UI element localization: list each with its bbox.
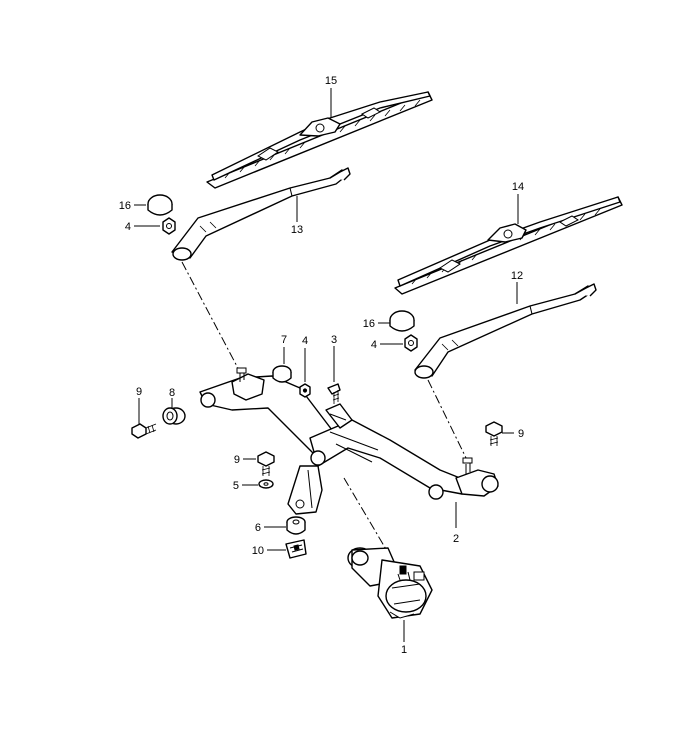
clip-10[interactable] bbox=[285, 539, 307, 559]
callout-4-right: 4 bbox=[371, 339, 377, 351]
grommet-7[interactable] bbox=[272, 365, 292, 383]
wiper-motor[interactable] bbox=[347, 547, 433, 619]
wiper-blade-right[interactable] bbox=[394, 196, 623, 295]
callout-13: 13 bbox=[291, 224, 303, 236]
callout-15: 15 bbox=[325, 75, 337, 87]
callout-9-right: 9 bbox=[518, 428, 524, 440]
callout-14: 14 bbox=[512, 181, 524, 193]
callout-16-left: 16 bbox=[119, 200, 131, 212]
callout-4-left: 4 bbox=[125, 221, 131, 233]
cap-16-left[interactable] bbox=[147, 194, 173, 216]
cap-16-right[interactable] bbox=[389, 310, 415, 332]
bolt-9-right[interactable] bbox=[485, 421, 503, 446]
callout-12: 12 bbox=[511, 270, 523, 282]
callout-labels: 15 14 13 12 16 4 16 4 7 4 3 9 8 9 9 5 2 … bbox=[119, 75, 524, 656]
bolt-9-left[interactable] bbox=[131, 423, 157, 439]
wiper-linkage-frame[interactable] bbox=[199, 367, 499, 515]
alignment-line-left bbox=[181, 261, 241, 373]
wiper-blade-left[interactable] bbox=[206, 91, 433, 189]
leader-lines bbox=[134, 88, 519, 642]
bushing-8[interactable] bbox=[162, 407, 186, 425]
callout-2: 2 bbox=[453, 533, 459, 545]
wiper-arm-right[interactable] bbox=[414, 283, 597, 379]
callout-3: 3 bbox=[331, 334, 337, 346]
callout-1: 1 bbox=[401, 644, 407, 656]
alignment-line-right bbox=[427, 379, 469, 463]
callout-9-left: 9 bbox=[136, 386, 142, 398]
nut-4-center[interactable] bbox=[299, 383, 311, 398]
bolt-3[interactable] bbox=[327, 383, 341, 404]
bolt-9-center[interactable] bbox=[257, 451, 275, 476]
callout-6: 6 bbox=[255, 522, 261, 534]
callout-10: 10 bbox=[252, 545, 264, 557]
alignment-line-motor bbox=[343, 477, 391, 557]
nut-4-right[interactable] bbox=[404, 334, 418, 352]
callout-8: 8 bbox=[169, 387, 175, 399]
callout-5: 5 bbox=[233, 480, 239, 492]
grommet-6[interactable] bbox=[286, 516, 306, 535]
washer-5[interactable] bbox=[258, 479, 274, 489]
callout-9-center: 9 bbox=[234, 454, 240, 466]
wiper-arm-left[interactable] bbox=[171, 167, 351, 261]
nut-4-left[interactable] bbox=[162, 217, 176, 235]
callout-4-center: 4 bbox=[302, 335, 308, 347]
callout-16-right: 16 bbox=[363, 318, 375, 330]
callout-7: 7 bbox=[281, 334, 287, 346]
